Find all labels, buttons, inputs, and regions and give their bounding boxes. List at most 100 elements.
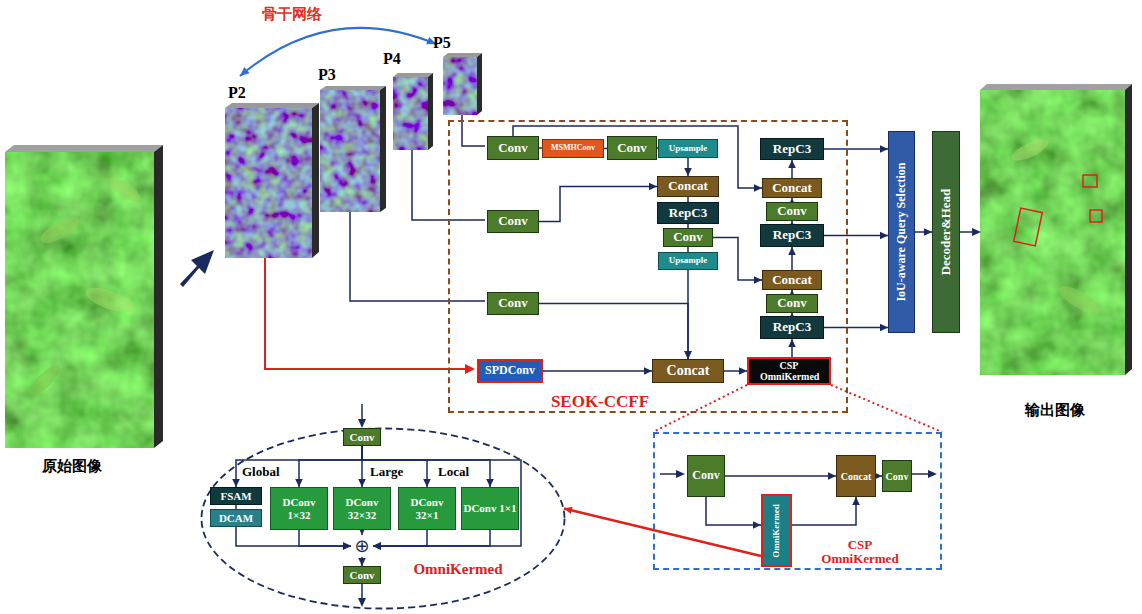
connector: [706, 497, 761, 529]
query-selection-block: IoU-aware Query Selection: [888, 131, 915, 333]
connector-line: [824, 235, 888, 237]
dconv-block: DConv 1×32: [270, 487, 328, 530]
box-label: DConv 1×1: [463, 502, 516, 514]
connector: [824, 232, 888, 240]
arrowhead: [295, 479, 303, 487]
slab-edge: [443, 53, 482, 57]
conv-block: Conv: [687, 455, 725, 497]
box-label: DConv 32×32: [334, 496, 390, 520]
connector: [539, 183, 657, 222]
annotation-label: Large: [370, 465, 403, 480]
connector: [788, 160, 796, 178]
slab-side: [154, 145, 163, 448]
conv-block: Conv: [343, 428, 381, 446]
connector-line: [713, 238, 762, 281]
arrowhead: [676, 470, 685, 478]
connector-line: [236, 446, 362, 487]
spdconv-block: SPDConv: [477, 359, 543, 383]
connector: [684, 158, 692, 176]
dconv-block: DConv 32×1: [398, 487, 456, 530]
conv-block: Conv: [607, 136, 657, 160]
slab-edge: [225, 103, 319, 108]
msmhconv-block: MSMHConv: [542, 139, 604, 158]
box-label: Upsample: [669, 256, 708, 266]
concat-block: Concat: [762, 270, 822, 290]
slab-edge: [320, 86, 386, 90]
ellipse-outline: [202, 429, 565, 609]
box-label: Conv: [498, 214, 528, 228]
annotation-label: 骨干网络: [262, 6, 322, 23]
csp-omnikermed-block: CSP OmniKermed: [747, 357, 831, 385]
connector: [362, 446, 431, 487]
leaf: [1009, 135, 1051, 165]
connector: [236, 527, 351, 550]
arrowhead: [788, 339, 796, 347]
connector-line: [362, 446, 427, 487]
box-label: RepC3: [669, 206, 707, 220]
box-label: Conv: [886, 471, 909, 482]
annotation-label: 输出图像: [1025, 402, 1085, 419]
connector: [543, 367, 652, 375]
arrowhead: [423, 479, 431, 487]
box-label: Concat: [667, 363, 710, 378]
slab-side: [477, 53, 482, 115]
sum-symbol: ⊕: [351, 535, 373, 557]
arrowhead: [649, 183, 657, 191]
connector: [792, 497, 860, 525]
module-detail-ellipse: OmniKermedConvFSAMDCAMDConv 1×32DConv 32…: [200, 427, 566, 610]
arrowhead: [880, 145, 888, 153]
connector-line: [543, 370, 652, 372]
connector-line: [373, 530, 490, 546]
box-label: Conv: [617, 141, 647, 155]
input-photo: [5, 152, 154, 448]
leaf: [82, 283, 137, 318]
repc3-block: RepC3: [760, 316, 824, 339]
output-photo: [980, 90, 1125, 375]
connector: [824, 324, 888, 332]
slab-side: [1125, 84, 1132, 375]
connector-line: [373, 530, 427, 546]
box-label: Conv: [349, 431, 374, 443]
arrowhead: [684, 351, 692, 359]
connector-line: [706, 497, 761, 525]
leaf: [106, 174, 144, 206]
connector-line: [539, 304, 688, 360]
connector: [539, 304, 692, 360]
arrowhead: [852, 497, 860, 505]
region-label: CSP OmniKermed: [815, 538, 905, 567]
conv-block: Conv: [882, 460, 912, 492]
connector-line: [824, 148, 888, 150]
region-label: OmniKermed: [403, 561, 513, 578]
connector-line: [725, 475, 836, 477]
box-label: DCAM: [219, 512, 253, 524]
conv-block: Conv: [766, 202, 818, 221]
leaf: [26, 361, 64, 399]
box-label: Upsample: [669, 144, 708, 154]
arrowhead: [739, 367, 747, 375]
dconv-block: DConv 1×1: [461, 487, 519, 530]
feature-wire: [350, 212, 485, 301]
box-label: FSAM: [220, 490, 251, 502]
annotation-label: P2: [228, 84, 246, 102]
box-label: Conv: [349, 569, 374, 581]
neck-region: SEOK-CCFFConvMSMHConvConvUpsampleRepC3Co…: [448, 120, 848, 413]
feature-wire: [265, 258, 468, 369]
arrowhead: [343, 542, 351, 550]
connector-line: [824, 327, 888, 329]
connector: [232, 446, 362, 487]
dconv-block: DConv 32×32: [333, 487, 391, 530]
flow-wire: [960, 231, 974, 233]
conv-block: Conv: [487, 136, 539, 160]
box-label: Conv: [777, 204, 807, 218]
connector-line: [299, 446, 362, 487]
box-label: OmniKermed: [772, 504, 782, 558]
slab-edge: [980, 84, 1132, 90]
connector: [373, 530, 427, 550]
flow-wire: [361, 584, 363, 600]
dcam-block: DCAM: [210, 509, 262, 527]
box-label: SPDConv: [485, 364, 535, 377]
annotation-label: P4: [383, 50, 401, 68]
